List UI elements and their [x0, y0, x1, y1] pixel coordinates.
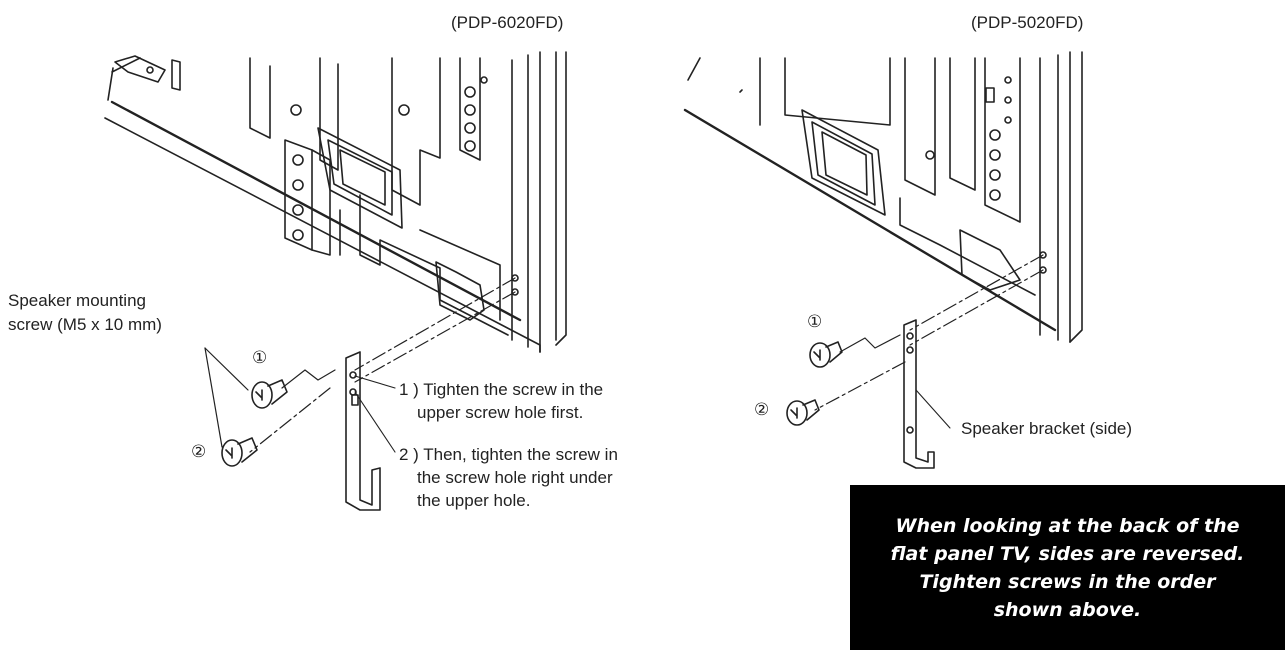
- step2-line2: the screw hole right under: [417, 468, 613, 487]
- step2-line3: the upper hole.: [417, 491, 531, 510]
- speaker-bracket-label: Speaker bracket (side): [961, 419, 1133, 438]
- notice-text: When looking at the back of the flat pan…: [890, 514, 1245, 621]
- step1-line1: 1 ) Tighten the screw in the: [399, 380, 604, 399]
- reversed-sides-notice: When looking at the back of the flat pan…: [850, 485, 1285, 650]
- left-marker-2: ②: [191, 442, 207, 461]
- left-marker-1: ①: [252, 348, 268, 367]
- step1-line2: upper screw hole first.: [417, 403, 584, 422]
- right-marker-2: ②: [754, 400, 770, 419]
- screw-label-line2: screw (M5 x 10 mm): [8, 315, 162, 334]
- right-model-label: (PDP-5020FD): [971, 13, 1084, 32]
- right-marker-1: ①: [807, 312, 823, 331]
- step2-line1: 2 ) Then, tighten the screw in: [399, 445, 618, 464]
- screw-label-line1: Speaker mounting: [8, 291, 146, 310]
- left-model-label: (PDP-6020FD): [451, 13, 564, 32]
